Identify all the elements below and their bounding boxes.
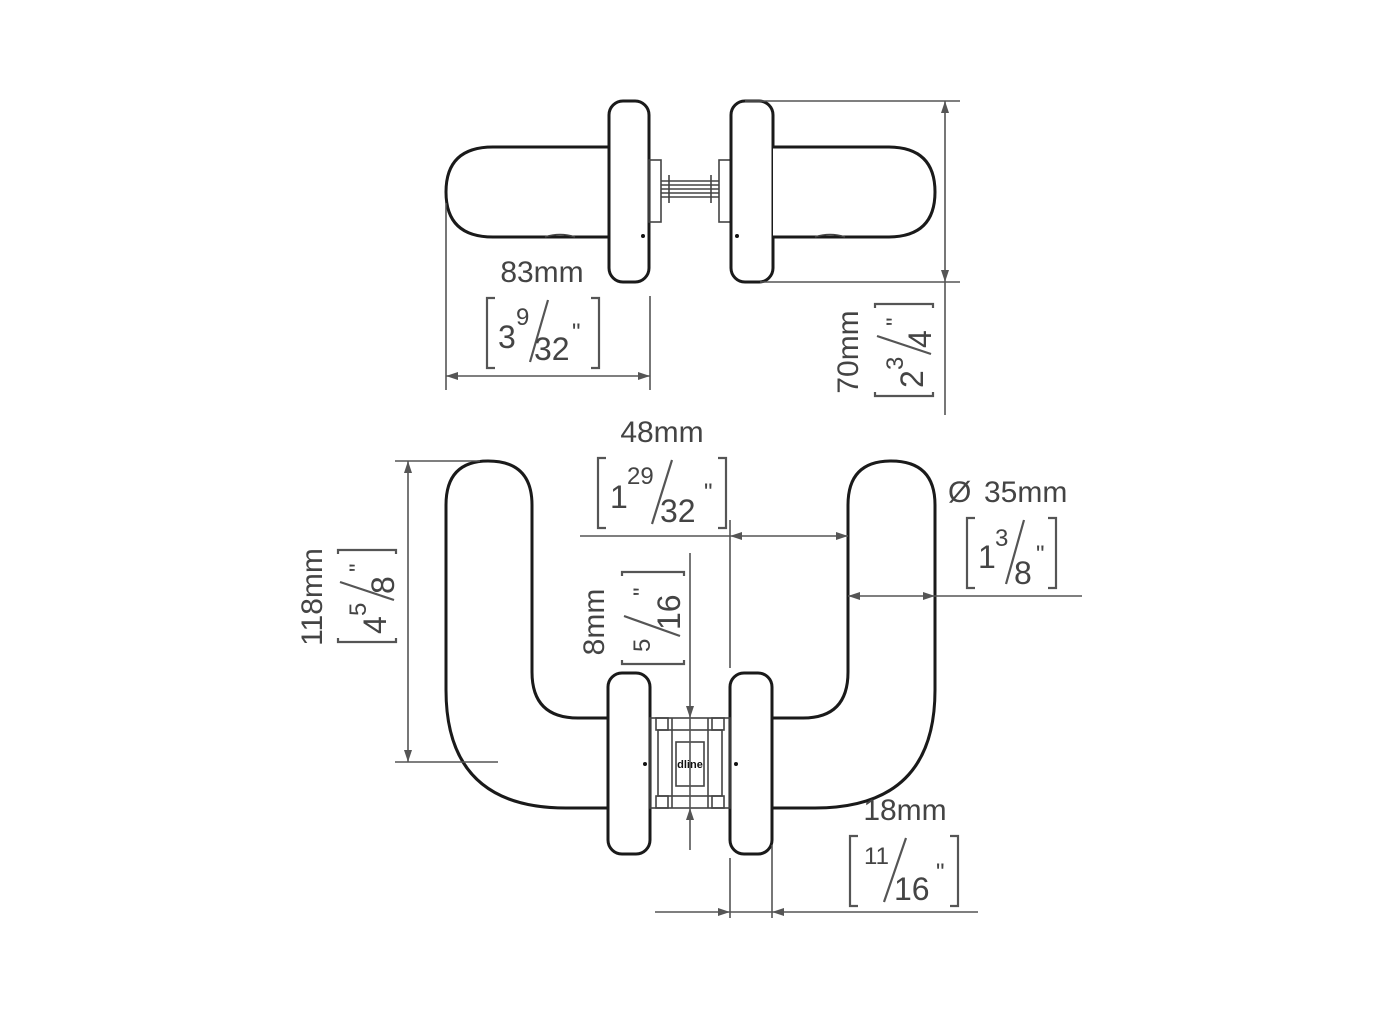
side-left-handle	[444, 459, 612, 810]
dim-48-whole: 1	[610, 479, 628, 515]
dim-70-den: 4	[902, 330, 938, 348]
side-right-handle	[768, 459, 937, 810]
dim-8-den: 16	[651, 594, 687, 630]
dim-48-num: 29	[627, 463, 654, 490]
dim-8-mm-label: 8mm	[578, 589, 611, 656]
dimension-8mm: 8mm 5 16 "	[578, 553, 694, 850]
dim-8-num: 5	[629, 639, 656, 652]
dimension-83mm: 83mm 3 9 32 "	[445, 203, 651, 390]
dimension-70mm: 70mm 2 3 4 "	[745, 100, 960, 415]
top-right-handle	[771, 145, 937, 239]
dimension-48mm: 48mm 1 29 32 "	[580, 416, 848, 668]
dim-118-num: 5	[345, 603, 372, 616]
dim-70-inch: "	[882, 317, 909, 326]
dim-35-symbol: Ø	[948, 476, 971, 509]
dim-18-inch: "	[936, 859, 945, 886]
dim-83-whole: 3	[498, 319, 516, 355]
dim-70-mm-label: 70mm	[832, 310, 865, 393]
dim-83-inch: "	[572, 319, 581, 346]
dim-118-inch: "	[345, 563, 372, 572]
dim-48-inch: "	[704, 479, 713, 506]
dim-83-num: 9	[516, 304, 529, 331]
dimension-118mm: 118mm 4 5 8 "	[296, 460, 498, 763]
dim-83-den: 32	[534, 331, 570, 367]
dim-70-whole: 2	[894, 370, 930, 388]
dim-18-mm-label: 18mm	[863, 794, 946, 827]
dim-18-num: 11	[864, 843, 889, 870]
dim-48-mm-label: 48mm	[620, 416, 703, 449]
dimension-18mm: 18mm 11 16 "	[655, 794, 978, 918]
dim-118-whole: 4	[357, 616, 393, 634]
top-right-rose	[729, 99, 775, 284]
dim-35-den: 8	[1014, 555, 1032, 591]
dim-118-mm-label: 118mm	[296, 548, 329, 646]
dim-83-mm-label: 83mm	[500, 256, 583, 289]
dim-48-den: 32	[660, 493, 696, 529]
top-left-handle	[444, 145, 612, 239]
top-spindle	[648, 159, 732, 223]
dim-8-inch: "	[629, 587, 656, 596]
side-view: dline	[444, 459, 937, 856]
dim-118-den: 8	[365, 576, 401, 594]
dim-70-num: 3	[882, 357, 909, 370]
dim-35-whole: 1	[978, 539, 996, 575]
top-view	[444, 99, 937, 284]
dimension-35mm: Ø 35mm 1 3 8 "	[848, 476, 1082, 600]
top-left-rose	[607, 99, 651, 284]
dim-18-den: 16	[894, 871, 930, 907]
dim-35-inch: "	[1036, 541, 1045, 568]
dim-35-mm-label: 35mm	[984, 476, 1067, 509]
dim-35-num: 3	[995, 525, 1008, 552]
